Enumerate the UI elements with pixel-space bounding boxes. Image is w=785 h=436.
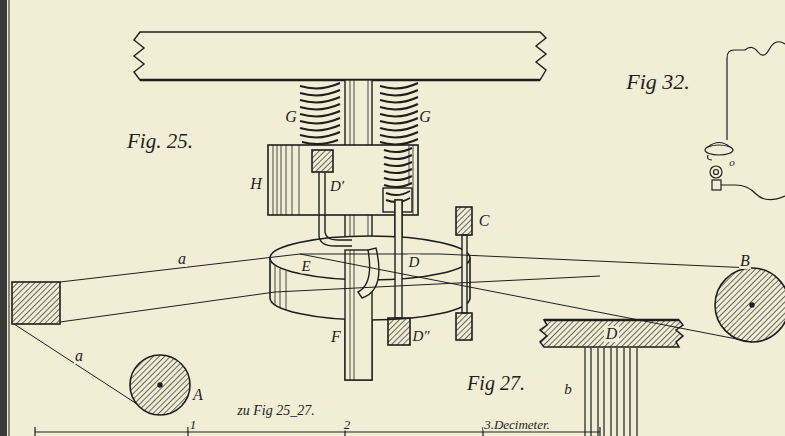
block (456, 207, 472, 235)
top-plate (134, 32, 546, 80)
hook (358, 248, 379, 298)
part-letter: o (728, 157, 736, 168)
block (388, 318, 410, 345)
pulley (715, 268, 785, 342)
part-letter: a (177, 251, 187, 267)
part-letter: E (300, 259, 311, 274)
part-letter: B (739, 253, 751, 269)
block (312, 150, 333, 172)
shaft (345, 80, 372, 380)
bar-shape (540, 320, 683, 347)
bell-circuit (705, 42, 785, 200)
rope (14, 254, 752, 404)
hook (319, 172, 352, 246)
part-letter: D (604, 326, 620, 342)
part-letter: C (478, 213, 491, 229)
guide-rod (462, 235, 467, 313)
part-letter: G (418, 109, 432, 125)
scale-number: 3.Decimeter. (483, 418, 551, 431)
spring (380, 83, 418, 202)
wires (585, 348, 637, 436)
part-letter: G (284, 109, 298, 125)
pulley (130, 355, 190, 415)
block (456, 313, 472, 340)
scale-number: 1 (189, 418, 198, 431)
scale-caption: zu Fig 25_27. (236, 404, 315, 418)
part-letter: D′ (329, 179, 345, 194)
part-letter: H (249, 176, 263, 192)
rod (395, 200, 402, 318)
figure-label: Fig 32. (625, 71, 691, 93)
figure-label: Fig 27. (466, 373, 526, 393)
part-letter: F (330, 329, 342, 345)
part-letter: b (563, 382, 573, 397)
part-letter: D (408, 255, 421, 270)
part-letter: a (74, 348, 84, 364)
spring (300, 83, 340, 144)
hatched-bar: D (540, 320, 683, 347)
part-letter: A (192, 387, 204, 403)
page-edge-line (9, 0, 10, 436)
page-edge (0, 0, 7, 436)
scale-number: 2 (343, 418, 352, 431)
part-letter: D″ (411, 329, 430, 344)
figure-label: Fig. 25. (126, 131, 194, 152)
block (12, 282, 60, 324)
